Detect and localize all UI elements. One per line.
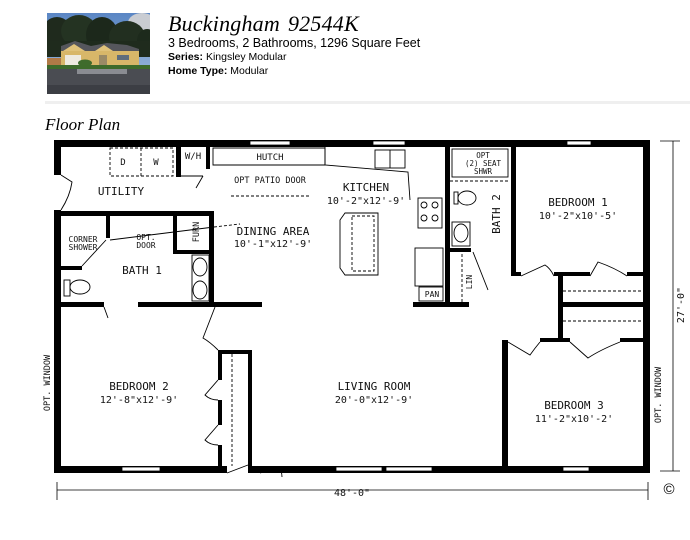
fixtures xyxy=(60,147,643,478)
opt-door-label-1: OPT. xyxy=(136,233,155,242)
pantry-label: PAN xyxy=(425,290,440,299)
bedroom2-label: BEDROOM 2 xyxy=(109,380,169,393)
patio-door-label: OPT PATIO DOOR xyxy=(234,176,307,186)
hutch-label: HUTCH xyxy=(256,153,283,163)
home-title: Buckingham 92544K xyxy=(168,13,420,35)
living-room-dims: 20'-0"x12'-9' xyxy=(335,395,413,406)
living-room-label: LIVING ROOM xyxy=(338,380,411,393)
header-divider xyxy=(45,101,690,104)
seat-shower-label-2: (2) SEAT xyxy=(465,159,502,168)
linen-label: LIN xyxy=(465,275,474,290)
depth-dimension: 27'-0" xyxy=(676,287,687,323)
utility-room-label: UTILITY xyxy=(98,185,145,198)
opt-door-label-2: DOOR xyxy=(136,241,155,250)
home-type-value: Modular xyxy=(230,65,269,77)
furnace-label: FURN xyxy=(192,222,202,242)
home-type: Home Type: Modular xyxy=(168,64,420,78)
home-summary: 3 Bedrooms, 2 Bathrooms, 1296 Square Fee… xyxy=(168,36,421,50)
bedroom1-dims: 10'-2"x10'-5' xyxy=(539,211,617,222)
home-type-label: Home Type: xyxy=(168,65,228,77)
home-name: Buckingham xyxy=(168,11,280,36)
walls xyxy=(54,140,650,473)
kitchen-dims: 10'-2"x12'-9' xyxy=(327,196,405,207)
bath2-label: BATH 2 xyxy=(490,194,503,234)
seat-shower-label-1: OPT xyxy=(476,151,490,160)
opt-window-left-label: OPT. WINDOW xyxy=(43,354,53,411)
kitchen-label: KITCHEN xyxy=(343,181,389,194)
dining-area-dims: 10'-1"x12'-9' xyxy=(234,239,312,250)
bedroom2-dims: 12'-8"x12'-9' xyxy=(100,395,178,406)
width-dimension: 48'-0" xyxy=(334,488,370,499)
series-value: Kingsley Modular xyxy=(205,51,287,63)
bedroom3-dims: 11'-2"x10'-2' xyxy=(535,414,613,425)
bedroom3-label: BEDROOM 3 xyxy=(544,399,604,412)
home-info: Buckingham 92544K 3 Bedrooms, 2 Bathrooms… xyxy=(168,13,420,78)
dryer-label: D xyxy=(120,158,125,168)
copyright-symbol: © xyxy=(663,481,674,498)
dimension-lines xyxy=(56,140,680,500)
home-header: Buckingham 92544K 3 Bedrooms, 2 Bathrooms… xyxy=(47,13,667,97)
series-label: Series: xyxy=(168,51,204,63)
floor-plan-heading: Floor Plan xyxy=(45,115,121,134)
corner-shower-label-2: SHOWER xyxy=(69,243,98,252)
bedroom1-label: BEDROOM 1 xyxy=(548,196,608,209)
washer-label: W xyxy=(153,158,159,168)
corner-shower-label-1: CORNER xyxy=(69,235,98,244)
seat-shower-label-3: SHWR xyxy=(474,167,493,176)
opt-window-right-label: OPT. WINDOW xyxy=(654,366,664,423)
home-series: Series: Kingsley Modular xyxy=(168,50,420,64)
dining-area-label: DINING AREA xyxy=(237,225,310,238)
water-heater-label: W/H xyxy=(185,152,201,162)
bath1-label: BATH 1 xyxy=(122,264,162,277)
windows xyxy=(121,140,592,472)
home-model-number: 92544K xyxy=(287,11,359,36)
home-exterior-image[interactable] xyxy=(47,13,150,94)
